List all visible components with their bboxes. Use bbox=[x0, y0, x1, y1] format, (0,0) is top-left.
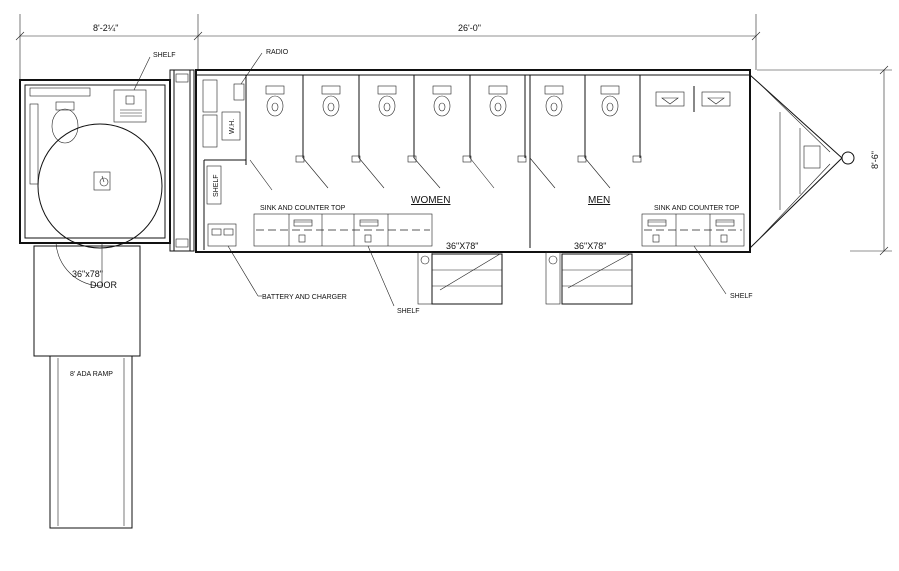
women-counter: SINK AND COUNTER TOP SHELF bbox=[253, 205, 433, 315]
men-counter-label: SINK AND COUNTER TOP bbox=[654, 205, 740, 212]
women-shelf-label: SHELF bbox=[397, 308, 420, 315]
battery-charger-label: BATTERY AND CHARGER bbox=[262, 294, 347, 301]
ada-ramp: 8' ADA RAMP bbox=[49, 355, 133, 529]
toilet-icon bbox=[432, 85, 452, 117]
trailer-hitch bbox=[749, 74, 855, 249]
toilet-icon bbox=[265, 85, 285, 117]
women-entry: 36"X78" bbox=[417, 241, 503, 305]
sink-icon bbox=[647, 219, 667, 243]
toilet-icon bbox=[600, 85, 620, 117]
overall-height-dimension: 8'-6" bbox=[870, 151, 880, 169]
ada-door-word: DOOR bbox=[90, 280, 118, 290]
women-door-label: 36"X78" bbox=[446, 241, 478, 251]
accessibility-icon bbox=[93, 171, 111, 191]
toilet-icon bbox=[488, 85, 508, 117]
radio-label: RADIO bbox=[266, 49, 289, 56]
utility-room: W.H. RADIO SHELF BATTERY AND CHARGER bbox=[202, 49, 347, 301]
men-counter: SINK AND COUNTER TOP SHELF bbox=[641, 205, 753, 300]
utility-shelf bbox=[206, 165, 222, 205]
trailer-body bbox=[195, 69, 751, 253]
women-label: WOMEN bbox=[411, 195, 450, 206]
urinal-icon bbox=[701, 91, 731, 107]
men-entry: 36"X78" bbox=[545, 241, 633, 305]
men-door-label: 36"X78" bbox=[574, 241, 606, 251]
women-stalls: WOMEN bbox=[245, 75, 527, 206]
top-dimension: 8'-2¼" 26'-0" bbox=[15, 14, 761, 80]
sink-icon bbox=[715, 219, 735, 243]
men-shelf-label: SHELF bbox=[730, 293, 753, 300]
radio bbox=[233, 83, 245, 101]
toilet-icon bbox=[377, 85, 397, 117]
sink-icon bbox=[359, 219, 379, 243]
ada-room: SHELF bbox=[19, 52, 176, 287]
right-dimension: 8'-6" bbox=[757, 65, 892, 256]
toilet-icon bbox=[321, 85, 341, 117]
water-heater bbox=[221, 111, 241, 141]
ada-door-size: 36"x78" bbox=[72, 269, 103, 279]
connector-wall bbox=[169, 69, 195, 252]
men-label: MEN bbox=[588, 195, 610, 206]
utility-shelf-label: SHELF bbox=[213, 174, 220, 197]
ada-ramp-label: 8' ADA RAMP bbox=[70, 371, 113, 378]
men-stalls: MEN bbox=[529, 75, 731, 206]
sink-icon bbox=[293, 219, 313, 243]
ada-shelf bbox=[113, 89, 147, 123]
overall-length-dimension: 26'-0" bbox=[458, 23, 481, 33]
urinal-icon bbox=[655, 91, 685, 107]
ada-door-platform: 36"x78" DOOR bbox=[33, 245, 141, 357]
left-width-dimension: 8'-2¼" bbox=[93, 23, 118, 33]
battery-charger bbox=[207, 223, 237, 247]
toilet-icon bbox=[544, 85, 564, 117]
water-heater-label: W.H. bbox=[229, 119, 236, 134]
wheelchair-turning-circle bbox=[37, 123, 163, 249]
women-counter-label: SINK AND COUNTER TOP bbox=[260, 205, 346, 212]
ada-shelf-label: SHELF bbox=[153, 52, 176, 59]
